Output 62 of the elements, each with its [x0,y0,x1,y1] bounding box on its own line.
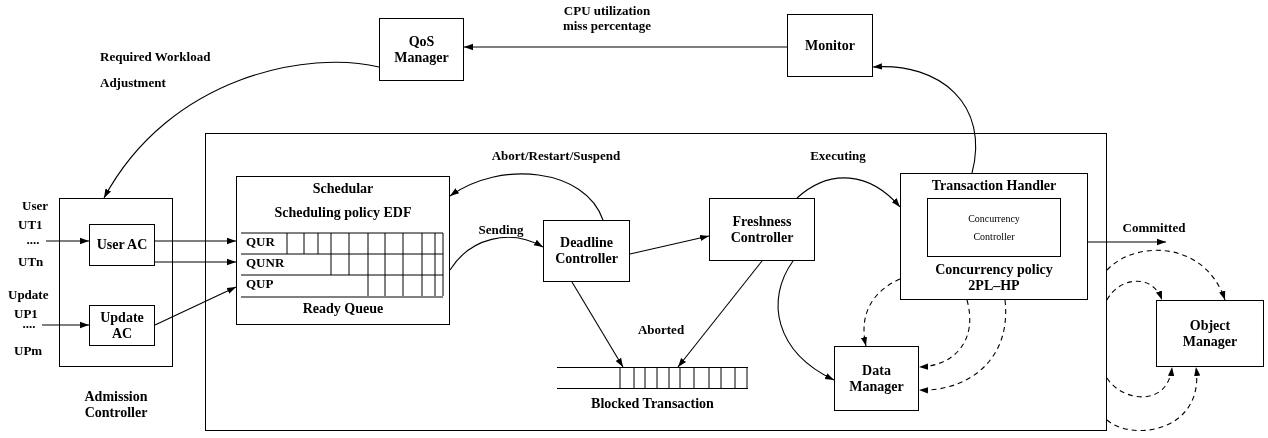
arrow [449,173,604,221]
arrow [571,281,624,368]
arrow [45,237,90,245]
scheduler-box [236,176,450,325]
box-title: Transaction Handler [930,178,1058,194]
input-label: Update [8,287,49,303]
input-label: User [22,198,48,214]
process-box [379,18,464,81]
dashed-arrow [1106,366,1200,432]
box-title: Deadline Controller [554,235,619,267]
box-title: Monitor [804,37,856,54]
arrow [41,321,90,329]
dashed-arrow [918,299,1007,393]
arrow [154,258,237,266]
dashed-arrow [861,278,901,347]
box-title: Update AC [99,309,145,342]
input-label: UT1 [18,217,43,233]
box-title: Blocked Transaction [590,396,715,412]
dashed-arrow [1106,366,1174,398]
process-box [89,305,155,346]
arrow [777,260,835,381]
queue-row-label: QUNR [246,255,285,271]
process-box [834,346,919,411]
arrow [154,286,237,326]
box-title: Data Manager [848,362,905,395]
box-title: Concurrency Controller [967,211,1021,244]
process-box [89,224,155,266]
box-title: QoS Manager [393,33,450,66]
dashed-arrow [918,299,971,370]
process-box [787,14,873,77]
process-box [900,173,1088,300]
edge-label: Required Workload Adjustment [100,48,212,92]
box-title: Admission Controller [83,389,149,421]
box-title: Object Manager [1181,317,1239,350]
box-title: Freshness Controller [729,213,795,246]
arrow [629,234,710,255]
queue-row-label: QUP [246,276,274,292]
input-label: .... [25,232,41,248]
arrow [872,63,977,174]
box-title: Schedular [311,181,375,197]
arrow [154,237,237,245]
system-frame [205,133,1107,431]
arrow [103,61,380,199]
box-label: Ready Queue [301,301,385,317]
box-label: Concurrency policy 2PL–HP [934,262,1054,294]
arrow [796,177,901,208]
arrow [1087,238,1167,246]
process-box [543,220,630,282]
arrow [449,236,544,271]
input-label: UP1 [14,306,38,322]
box-label: Scheduling policy EDF [273,205,413,221]
dashed-arrow [1106,280,1163,301]
arrow [677,260,763,368]
dashed-arrow [1106,249,1226,301]
input-label: UTn [18,254,44,270]
queue-row-label: QUR [246,234,275,250]
process-box [927,198,1061,257]
process-box [1156,300,1264,367]
arrow [463,43,788,51]
box-title: User AC [95,237,149,253]
process-box [709,198,815,261]
input-label: UPm [14,343,43,359]
